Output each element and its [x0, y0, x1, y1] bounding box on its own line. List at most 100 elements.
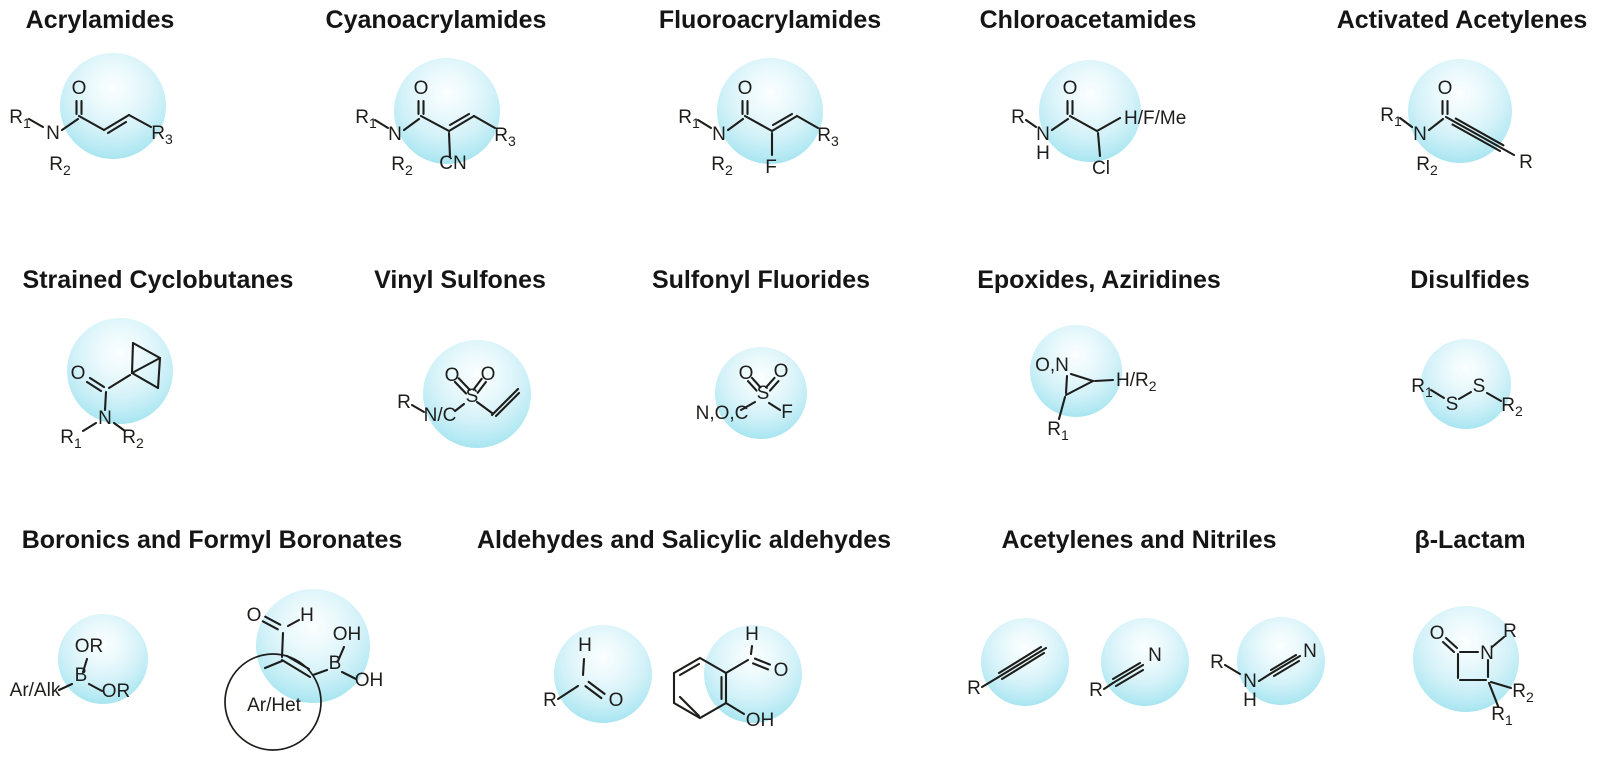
acetylene-bonds [980, 645, 1048, 689]
cyanoacrylamide-bonds [373, 99, 497, 159]
atom-label-s1: S [1446, 394, 1459, 415]
atom-label-o: O [1063, 78, 1078, 99]
atom-label-n: N [712, 124, 726, 145]
atom-label-n: N [388, 124, 402, 145]
atom-label-on: O,N [1035, 355, 1069, 376]
chloroacetamide-bonds [1024, 99, 1122, 158]
atom-label-hr2: H/R2 [1116, 370, 1157, 394]
atom-label-o-right: O [481, 364, 496, 385]
atom-label-n-cyanamide: N [1243, 671, 1257, 692]
atom-label-n: N [1413, 124, 1427, 145]
atom-label-r: R [1519, 152, 1533, 173]
atom-label-r1: R1 [678, 107, 700, 131]
atom-label-cn: CN [439, 153, 466, 174]
nitrile-bonds [1102, 661, 1145, 691]
beta-lactam-bonds [1441, 635, 1513, 708]
panel-title: Strained Cyclobutanes [23, 266, 294, 294]
panel-acetylenes-nitriles: Acetylenes and Nitriles R R N R N H [967, 526, 1325, 711]
atom-label-n: N [46, 123, 60, 144]
atom-label-o: O [1430, 623, 1445, 644]
panel-title: Boronics and Formyl Boronates [22, 526, 403, 554]
atom-label-b2: B [329, 653, 342, 674]
activated-acetylene-bonds [1398, 99, 1516, 157]
highlight-sphere [1237, 617, 1325, 705]
atom-label-r: R [543, 690, 557, 711]
atom-label-o2: O [774, 660, 789, 681]
panel-title: Acrylamides [26, 6, 175, 34]
atom-label-s2: S [1473, 376, 1486, 397]
disulfide-bonds [1429, 388, 1503, 403]
atom-label-r1: R1 [1491, 704, 1513, 728]
panel-cyanoacrylamides: Cyanoacrylamides R1 N R2 O CN R3 [326, 6, 547, 178]
panel-activated-acetylenes: Activated Acetylenes R1 N R2 O R [1337, 6, 1588, 178]
panel-acrylamides: Acrylamides R1 N R2 O R3 [9, 6, 174, 178]
atom-label-r2: R2 [1501, 395, 1523, 419]
atom-label-n-nitrile: N [1148, 645, 1162, 666]
atom-label-arhet: Ar/Het [247, 695, 302, 716]
vinyl-sulfone-bonds [410, 377, 521, 418]
atom-label-r: R [397, 392, 411, 413]
atom-label-o: O [414, 78, 429, 99]
atom-label-r1: R1 [9, 107, 31, 131]
atom-label-s: S [466, 386, 479, 407]
atom-label-r2: R2 [49, 154, 71, 178]
panel-title: Sulfonyl Fluorides [652, 266, 870, 294]
atom-label-r1: R1 [60, 427, 82, 451]
atom-label-s: S [757, 383, 770, 404]
atom-label-o: O [247, 605, 262, 626]
panel-title: Epoxides, Aziridines [977, 266, 1221, 294]
atom-label-h-cyanamide: H [1243, 690, 1257, 711]
atom-label-cl: Cl [1092, 158, 1110, 179]
panel-title: Vinyl Sulfones [374, 266, 546, 294]
highlight-sphere [1421, 339, 1511, 429]
atom-label-r2: R2 [1512, 681, 1534, 705]
atom-label-r-nitrile: R [1089, 680, 1103, 701]
cyanamide-bonds [1223, 653, 1302, 683]
atom-label-r2: R2 [711, 154, 733, 178]
atom-label-o: O [738, 78, 753, 99]
atom-label-f: F [781, 402, 793, 423]
fluoroacrylamide-bonds [696, 99, 820, 157]
atom-label-r1: R1 [1047, 419, 1069, 443]
atom-label-oh: OH [746, 710, 775, 731]
panel-title: Activated Acetylenes [1337, 6, 1588, 34]
atom-label-r3: R3 [151, 123, 173, 147]
atom-label-oh-bottom: OH [355, 670, 384, 691]
atom-label-r2: R2 [122, 427, 144, 451]
highlight-sphere [1101, 618, 1189, 706]
atom-label-h: H [300, 605, 314, 626]
highlight-sphere [717, 58, 823, 164]
highlight-sphere [704, 625, 802, 723]
highlight-sphere [1408, 59, 1512, 163]
ar-het-ring-circle [224, 653, 322, 751]
atom-label-o: O [609, 690, 624, 711]
panel-title: Aldehydes and Salicylic aldehydes [477, 526, 891, 554]
atom-label-r-cyanamide: R [1210, 652, 1224, 673]
panel-chloroacetamides: Chloroacetamides R N H O H/F/Me Cl [980, 6, 1197, 179]
atom-label-o: O [71, 363, 86, 384]
panel-strained-cyclobutanes: Strained Cyclobutanes O N R1 R2 [23, 266, 294, 451]
acrylamide-bonds [27, 99, 153, 135]
highlight-sphere [715, 347, 807, 439]
atom-label-r-acetylene: R [967, 678, 981, 699]
atom-label-b: B [75, 665, 88, 686]
highlight-sphere [554, 625, 652, 723]
highlight-sphere [60, 53, 166, 159]
atom-label-hfme: H/F/Me [1124, 108, 1186, 129]
highlight-sphere [423, 340, 531, 448]
panel-fluoroacrylamides: Fluoroacrylamides R1 N R2 O F R3 [659, 6, 881, 178]
atom-label-r1: R1 [355, 107, 377, 131]
highlight-sphere [394, 58, 500, 164]
panel-title: β-Lactam [1414, 526, 1525, 554]
bicyclobutane-bonds [81, 341, 162, 433]
atom-label-aralk: Ar/Alk [10, 680, 61, 701]
panel-boronics-formyl-boronates: Boronics and Formyl Boronates Ar/Alk B O… [10, 526, 403, 751]
atom-label-noc: N,O,C [696, 403, 749, 424]
panel-epoxides-aziridines: Epoxides, Aziridines O,N H/R2 R1 [977, 266, 1221, 443]
formyl-boronate-bonds [261, 615, 358, 681]
atom-label-o-left: O [739, 363, 754, 384]
boronic-bonds [57, 657, 104, 693]
atom-label-o: O [72, 78, 87, 99]
